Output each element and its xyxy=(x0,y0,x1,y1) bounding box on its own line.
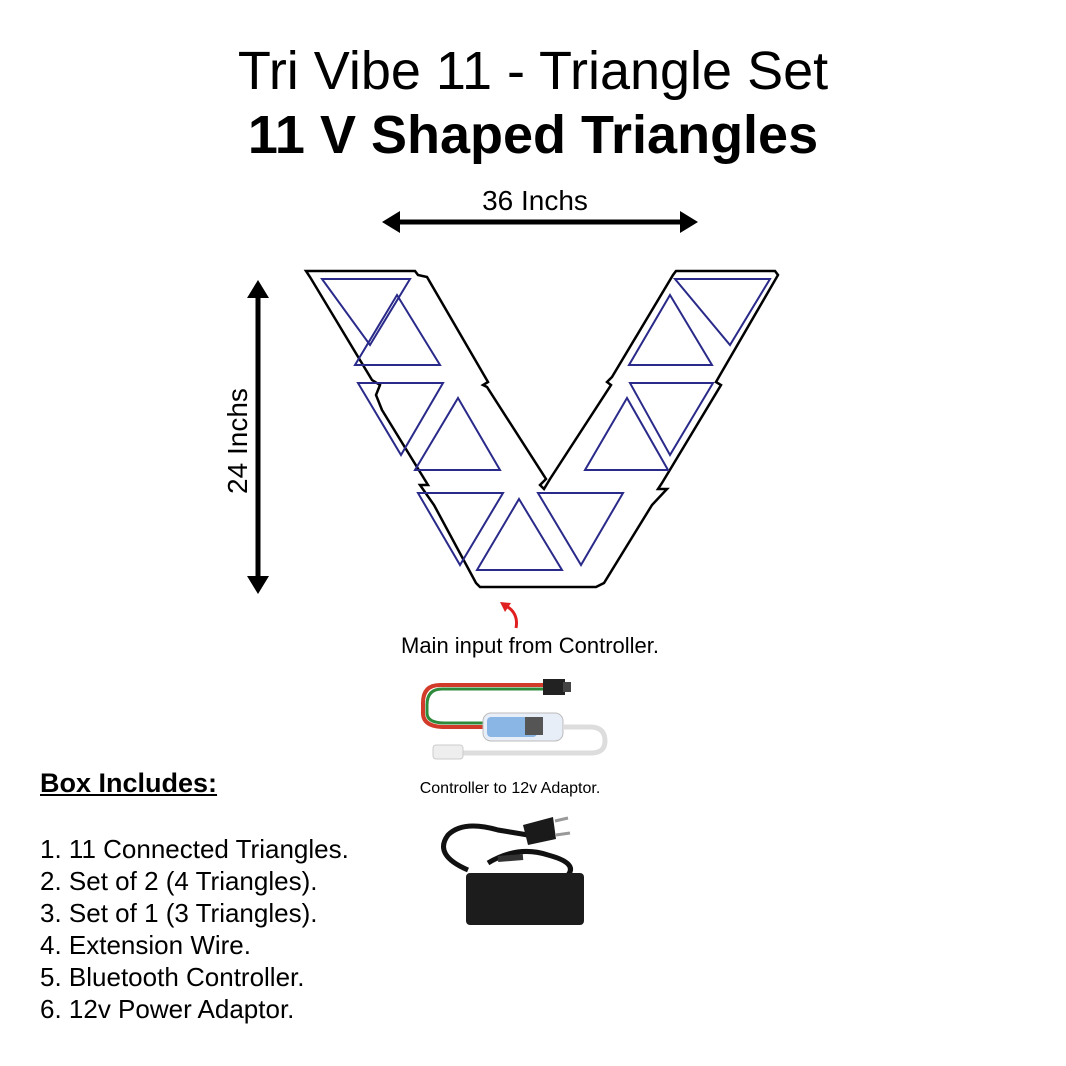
list-item: 1. 11 Connected Triangles. xyxy=(40,834,349,864)
page-subtitle: 11 V Shaped Triangles xyxy=(247,105,819,165)
height-dimension-label: 24 Inchs xyxy=(222,388,253,494)
list-item: 4. Extension Wire. xyxy=(40,930,251,960)
page-title: Tri Vibe 11 - Triangle Set xyxy=(237,41,829,101)
input-arrow-icon xyxy=(500,602,518,629)
bluetooth-controller-image xyxy=(421,679,608,760)
width-dimension-arrow xyxy=(382,211,698,233)
list-item: 6. 12v Power Adaptor. xyxy=(40,994,295,1024)
outer-outline xyxy=(303,269,780,589)
triangle-panels xyxy=(320,278,772,571)
box-includes-list: 1. 11 Connected Triangles. 2. Set of 2 (… xyxy=(40,833,349,1025)
width-dimension-label: 36 Inchs xyxy=(482,185,588,216)
list-item: 5. Bluetooth Controller. xyxy=(40,962,305,992)
list-item: 3. Set of 1 (3 Triangles). xyxy=(40,898,318,928)
power-adaptor-image xyxy=(441,816,584,925)
height-dimension-arrow xyxy=(247,280,269,594)
controller-adaptor-label: Controller to 12v Adaptor. xyxy=(419,780,601,797)
box-includes-title: Box Includes: xyxy=(40,768,218,798)
list-item: 2. Set of 2 (4 Triangles). xyxy=(40,866,318,896)
main-input-label: Main input from Controller. xyxy=(401,633,659,658)
v-triangle-diagram xyxy=(303,269,780,589)
